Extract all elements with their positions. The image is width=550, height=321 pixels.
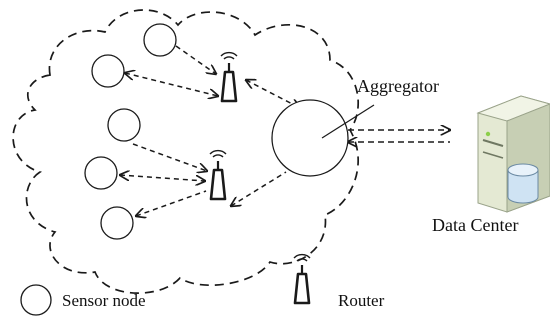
legend-router-icon xyxy=(292,253,312,305)
sensor-nodes xyxy=(84,23,177,240)
aggregator-pointer xyxy=(321,104,375,139)
legend-router-label: Router xyxy=(338,291,385,310)
link-router2-aggregator xyxy=(231,171,287,206)
data-center-label: Data Center xyxy=(432,215,518,235)
sensor-router-links xyxy=(120,45,218,216)
legend-sensor-node-icon xyxy=(20,284,52,316)
link-node4-router2 xyxy=(132,143,207,171)
router-icon xyxy=(208,149,228,201)
legend: Sensor node Router xyxy=(20,253,385,316)
sensor-node-icon xyxy=(143,23,177,57)
link-node2-router1 xyxy=(125,73,218,96)
sensor-node-icon xyxy=(107,108,141,142)
sensor-node-icon xyxy=(100,206,134,240)
link-router1-aggregator xyxy=(246,80,300,108)
router-aggregator-links xyxy=(231,80,300,206)
aggregator-icon xyxy=(271,99,349,177)
link-node1-router1 xyxy=(175,45,216,74)
aggregator-label: Aggregator xyxy=(357,76,439,96)
sensor-node-icon xyxy=(91,54,125,88)
legend-sensor-node-label: Sensor node xyxy=(62,291,146,310)
link-node5-router2 xyxy=(120,175,205,181)
sensor-node-icon xyxy=(84,156,118,190)
link-node6-router2 xyxy=(136,190,207,216)
database-icon xyxy=(507,163,539,204)
cloud-boundary-icon xyxy=(12,9,359,294)
router-icon xyxy=(219,51,239,103)
aggregator-datacenter-links xyxy=(348,130,450,142)
